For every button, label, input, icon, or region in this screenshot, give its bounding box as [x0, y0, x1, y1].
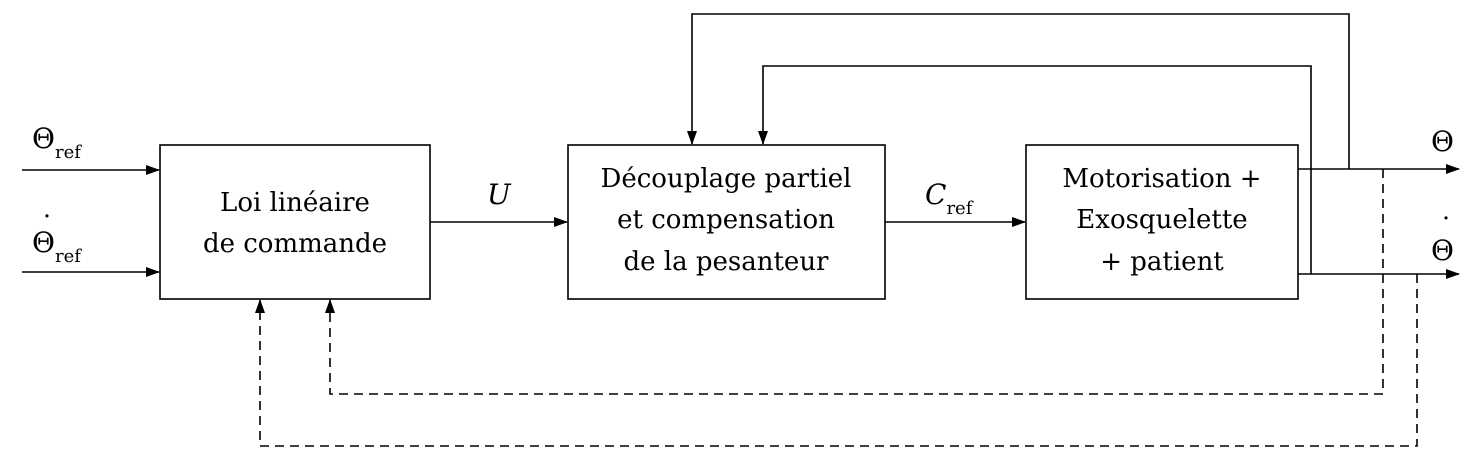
decoupling-label-line-3: de la pesanteur [623, 247, 829, 277]
theta-feedback-to-decoupling [687, 13, 1350, 169]
theta-dot-ref-label: Θref [32, 226, 82, 267]
u-label: U [487, 178, 512, 211]
theta-dot-ref-dot: ˙ [40, 210, 54, 243]
plant-label-line-3: + patient [1100, 247, 1224, 277]
controller-label-line-1: Loi linéaire [220, 188, 370, 218]
controller-block: Loi linéaire de commande [159, 144, 431, 300]
decoupling-label-line-2: et compensation [617, 205, 835, 235]
theta-dashed-feedback-to-controller [325, 169, 1384, 395]
theta-output-label: Θ [1431, 125, 1454, 158]
decoupling-block: Découplage partiel et compensation de la… [567, 144, 886, 300]
plant-block: Motorisation + Exosquelette + patient [1025, 144, 1299, 300]
theta-dot-feedback-to-decoupling [758, 65, 1312, 274]
plant-label-line-1: Motorisation + [1062, 164, 1261, 194]
theta-ref-label: Θref [32, 122, 82, 163]
decoupling-label-line-1: Découplage partiel [601, 164, 852, 194]
controller-label-line-2: de commande [203, 229, 387, 259]
plant-label-line-2: Exosquelette [1076, 205, 1247, 235]
theta-dot-output-label: Θ [1431, 234, 1454, 267]
theta-dot-dashed-feedback-to-controller [255, 274, 1418, 447]
c-ref-label: Cref [925, 178, 974, 219]
theta-dot-output-dot: ˙ [1439, 212, 1453, 245]
